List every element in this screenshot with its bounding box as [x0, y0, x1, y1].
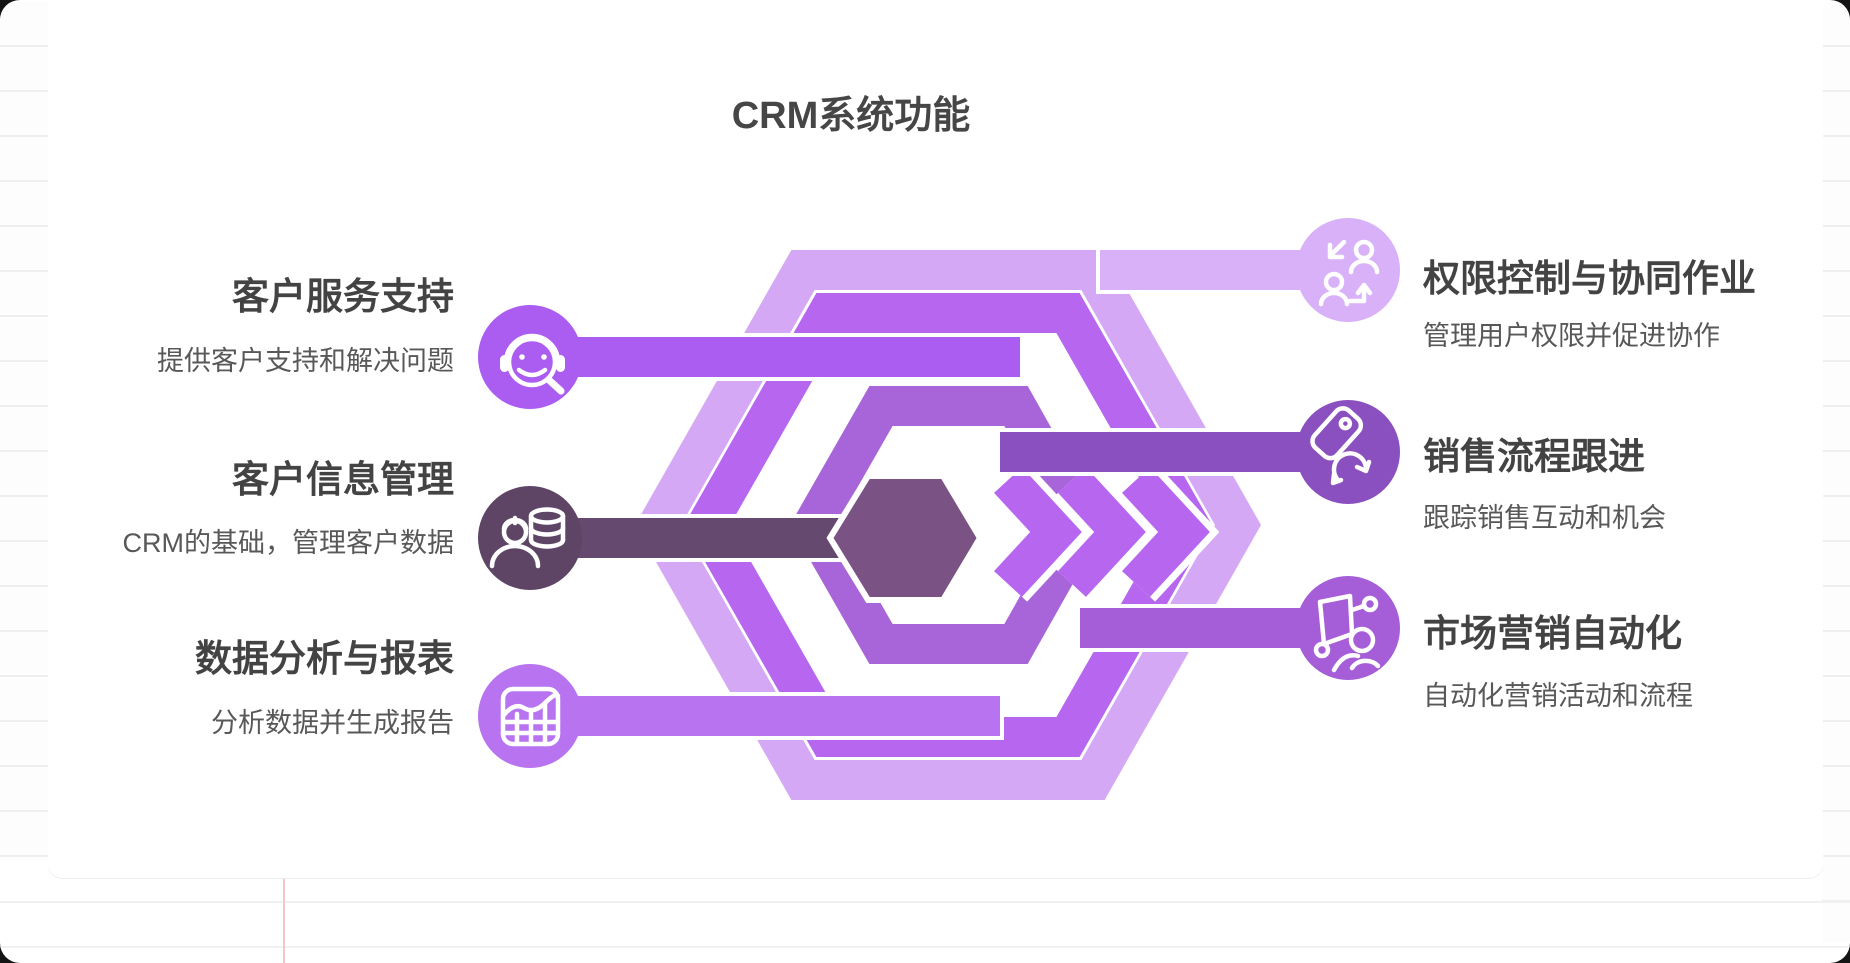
feature-title-info: 客户信息管理	[232, 459, 454, 500]
flow-chevrons	[988, 462, 1220, 602]
sales-tag-refresh-icon	[1296, 400, 1400, 504]
customer-database-icon	[478, 486, 582, 590]
ruled-margin-right	[1822, 2, 1850, 942]
page-title: CRM系统功能	[731, 95, 971, 137]
chart-report-icon	[478, 664, 582, 768]
grid-line	[0, 946, 1850, 948]
feature-desc-sales: 跟踪销售互动和机会	[1423, 503, 1666, 533]
margin-guide-line	[283, 878, 285, 963]
chevron-arrows	[994, 467, 1210, 597]
bar-info-dark	[530, 518, 874, 558]
grid-line	[0, 901, 1850, 903]
ring-outer	[634, 250, 1262, 800]
feature-title-service: 客户服务支持	[232, 276, 454, 317]
center-hexagon	[826, 473, 984, 603]
feature-title-collab: 权限控制与协同作业	[1423, 258, 1756, 299]
bar-sales	[1000, 432, 1348, 472]
bar-service	[530, 337, 1020, 377]
ruled-margin-left	[0, 2, 48, 860]
feature-title-sales: 销售流程跟进	[1423, 436, 1645, 477]
feature-desc-report: 分析数据并生成报告	[211, 708, 454, 738]
feature-title-marketing: 市场营销自动化	[1423, 613, 1682, 654]
feature-desc-service: 提供客户支持和解决问题	[157, 346, 454, 376]
headset-support-icon	[478, 305, 582, 409]
feature-title-report: 数据分析与报表	[195, 638, 454, 679]
collaboration-swap-icon	[1296, 218, 1400, 322]
connector-bars	[526, 246, 1352, 740]
feature-desc-marketing: 自动化营销活动和流程	[1423, 681, 1693, 711]
marketing-promo-icon	[1296, 576, 1400, 680]
bar-report	[530, 696, 1000, 736]
feature-desc-info: CRM的基础，管理客户数据	[122, 528, 455, 558]
feature-desc-collab: 管理用户权限并促进协作	[1423, 321, 1720, 351]
